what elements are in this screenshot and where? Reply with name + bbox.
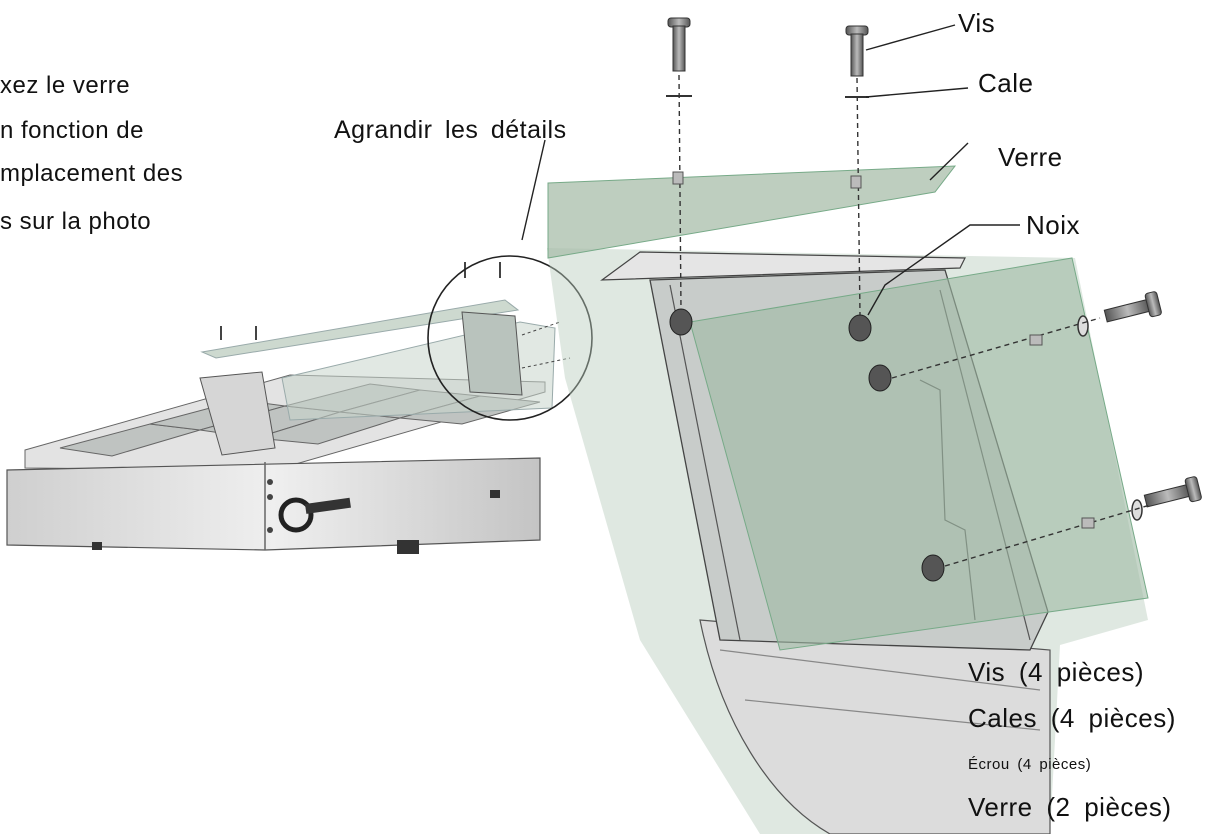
side-lid [199,371,276,456]
unit-bracket [461,311,523,396]
vertical-dashed-guides [678,74,861,316]
washers [1077,315,1143,521]
enlarged-detail [547,17,1202,834]
detail-glass-side [689,257,1149,651]
detail-glass-top [547,165,957,259]
nut-label: Noix [1026,210,1081,240]
instruction-line-4: s sur la photo [0,208,152,235]
label-leaders [865,24,1020,316]
unit-front [6,457,541,551]
instruction-line-2: n fonction de [0,117,144,144]
instruction-line-3: mplacement des [0,160,184,187]
screw-label: Vis [958,8,996,38]
parts-list-item-shims: Cales (4 pièces) [968,703,1176,733]
horizontal-dashed-guides [891,317,1151,567]
instruction-line-1: xez le verre [0,72,131,99]
detail-label: Agrandir les détails [334,116,567,144]
control-knob [278,497,314,533]
vertical-screws [667,17,869,77]
horizontal-screws [1103,291,1202,508]
parts-list-item-glass: Verre (2 pièces) [968,792,1172,822]
detail-bracket-top [600,251,966,281]
shim-label: Cale [978,68,1034,98]
shims [666,95,869,98]
small-glass-top [200,299,520,359]
nut-parts [669,308,945,582]
glass-label: Verre [998,142,1063,172]
detail-circle [427,255,593,421]
parts-list-item-screws: Vis (4 pièces) [968,657,1145,687]
bain-marie-unit [6,262,571,554]
detail-leader [521,139,546,241]
parts-list-item-nuts: Écrou (4 pièces) [968,756,1092,773]
